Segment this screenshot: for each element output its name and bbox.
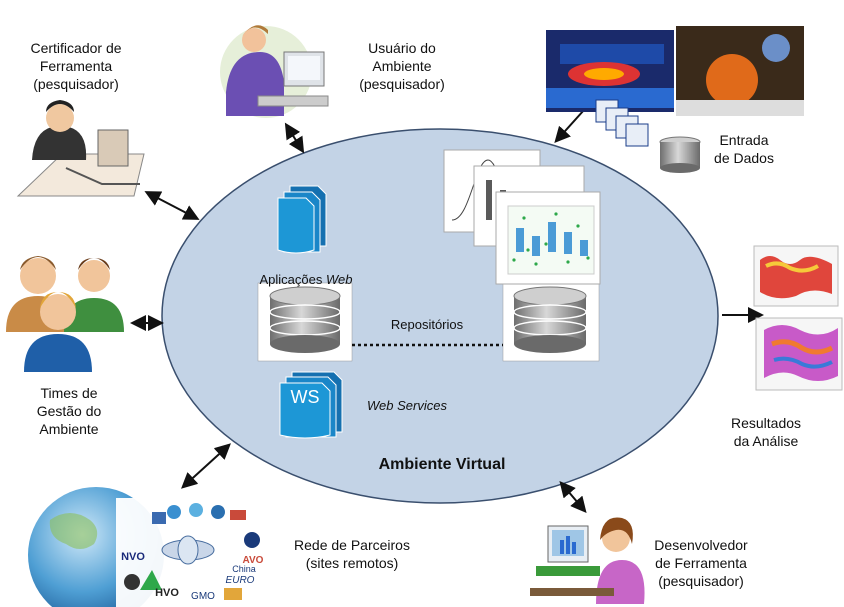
web-apps-label: Aplicações Web bbox=[236, 253, 376, 289]
user-at-computer-illustration bbox=[220, 25, 329, 118]
arrow-data-input bbox=[554, 109, 585, 143]
management-label: Times de Gestão do Ambiente bbox=[36, 385, 102, 437]
environment-title: Ambiente Virtual bbox=[378, 456, 506, 473]
arrow-user bbox=[284, 122, 305, 154]
partners-label: Rede de Parceiros (sites remotos) bbox=[294, 537, 410, 571]
repository-right-database-icon bbox=[502, 282, 600, 362]
arrow-certifier bbox=[144, 191, 200, 220]
results-label: Resultados da Análise bbox=[730, 415, 802, 449]
web-services-icon bbox=[279, 371, 343, 439]
repository-left-database-icon bbox=[257, 282, 353, 362]
results-maps bbox=[753, 245, 843, 391]
web-apps-label-italic: Web bbox=[325, 272, 353, 287]
partner-logo-euro: EURO bbox=[225, 575, 255, 586]
partner-logo-hvo: HVO bbox=[155, 587, 179, 599]
ws-icon-text: WS bbox=[290, 387, 320, 407]
arrow-partners bbox=[181, 443, 231, 489]
developer-illustration bbox=[530, 517, 645, 604]
web-apps-label-text: Aplicações bbox=[259, 272, 326, 287]
web-apps-icon bbox=[277, 185, 327, 254]
data-input-label: Entrada de Dados bbox=[714, 132, 774, 166]
certifier-illustration bbox=[16, 100, 145, 197]
repositories-label: Repositórios bbox=[390, 317, 464, 332]
partners-globe bbox=[28, 487, 270, 607]
partner-logo-avo: AVO bbox=[242, 555, 264, 566]
partner-logo-nvo: NVO bbox=[121, 551, 145, 563]
partner-logo-gmo: GMO bbox=[191, 591, 215, 602]
analysis-charts-collage bbox=[443, 149, 601, 285]
developer-label: Desenvolvedor de Ferramenta (pesquisador… bbox=[654, 537, 748, 589]
management-team-illustration bbox=[6, 256, 124, 372]
partner-logo-china: China bbox=[232, 564, 256, 574]
web-services-label: Web Services bbox=[367, 398, 447, 413]
certifier-label: Certificador de Ferramenta (pesquisador) bbox=[30, 40, 122, 92]
data-input-imagery bbox=[546, 26, 804, 173]
arrow-developer bbox=[559, 480, 587, 514]
user-label: Usuário do Ambiente (pesquisador) bbox=[359, 40, 445, 92]
